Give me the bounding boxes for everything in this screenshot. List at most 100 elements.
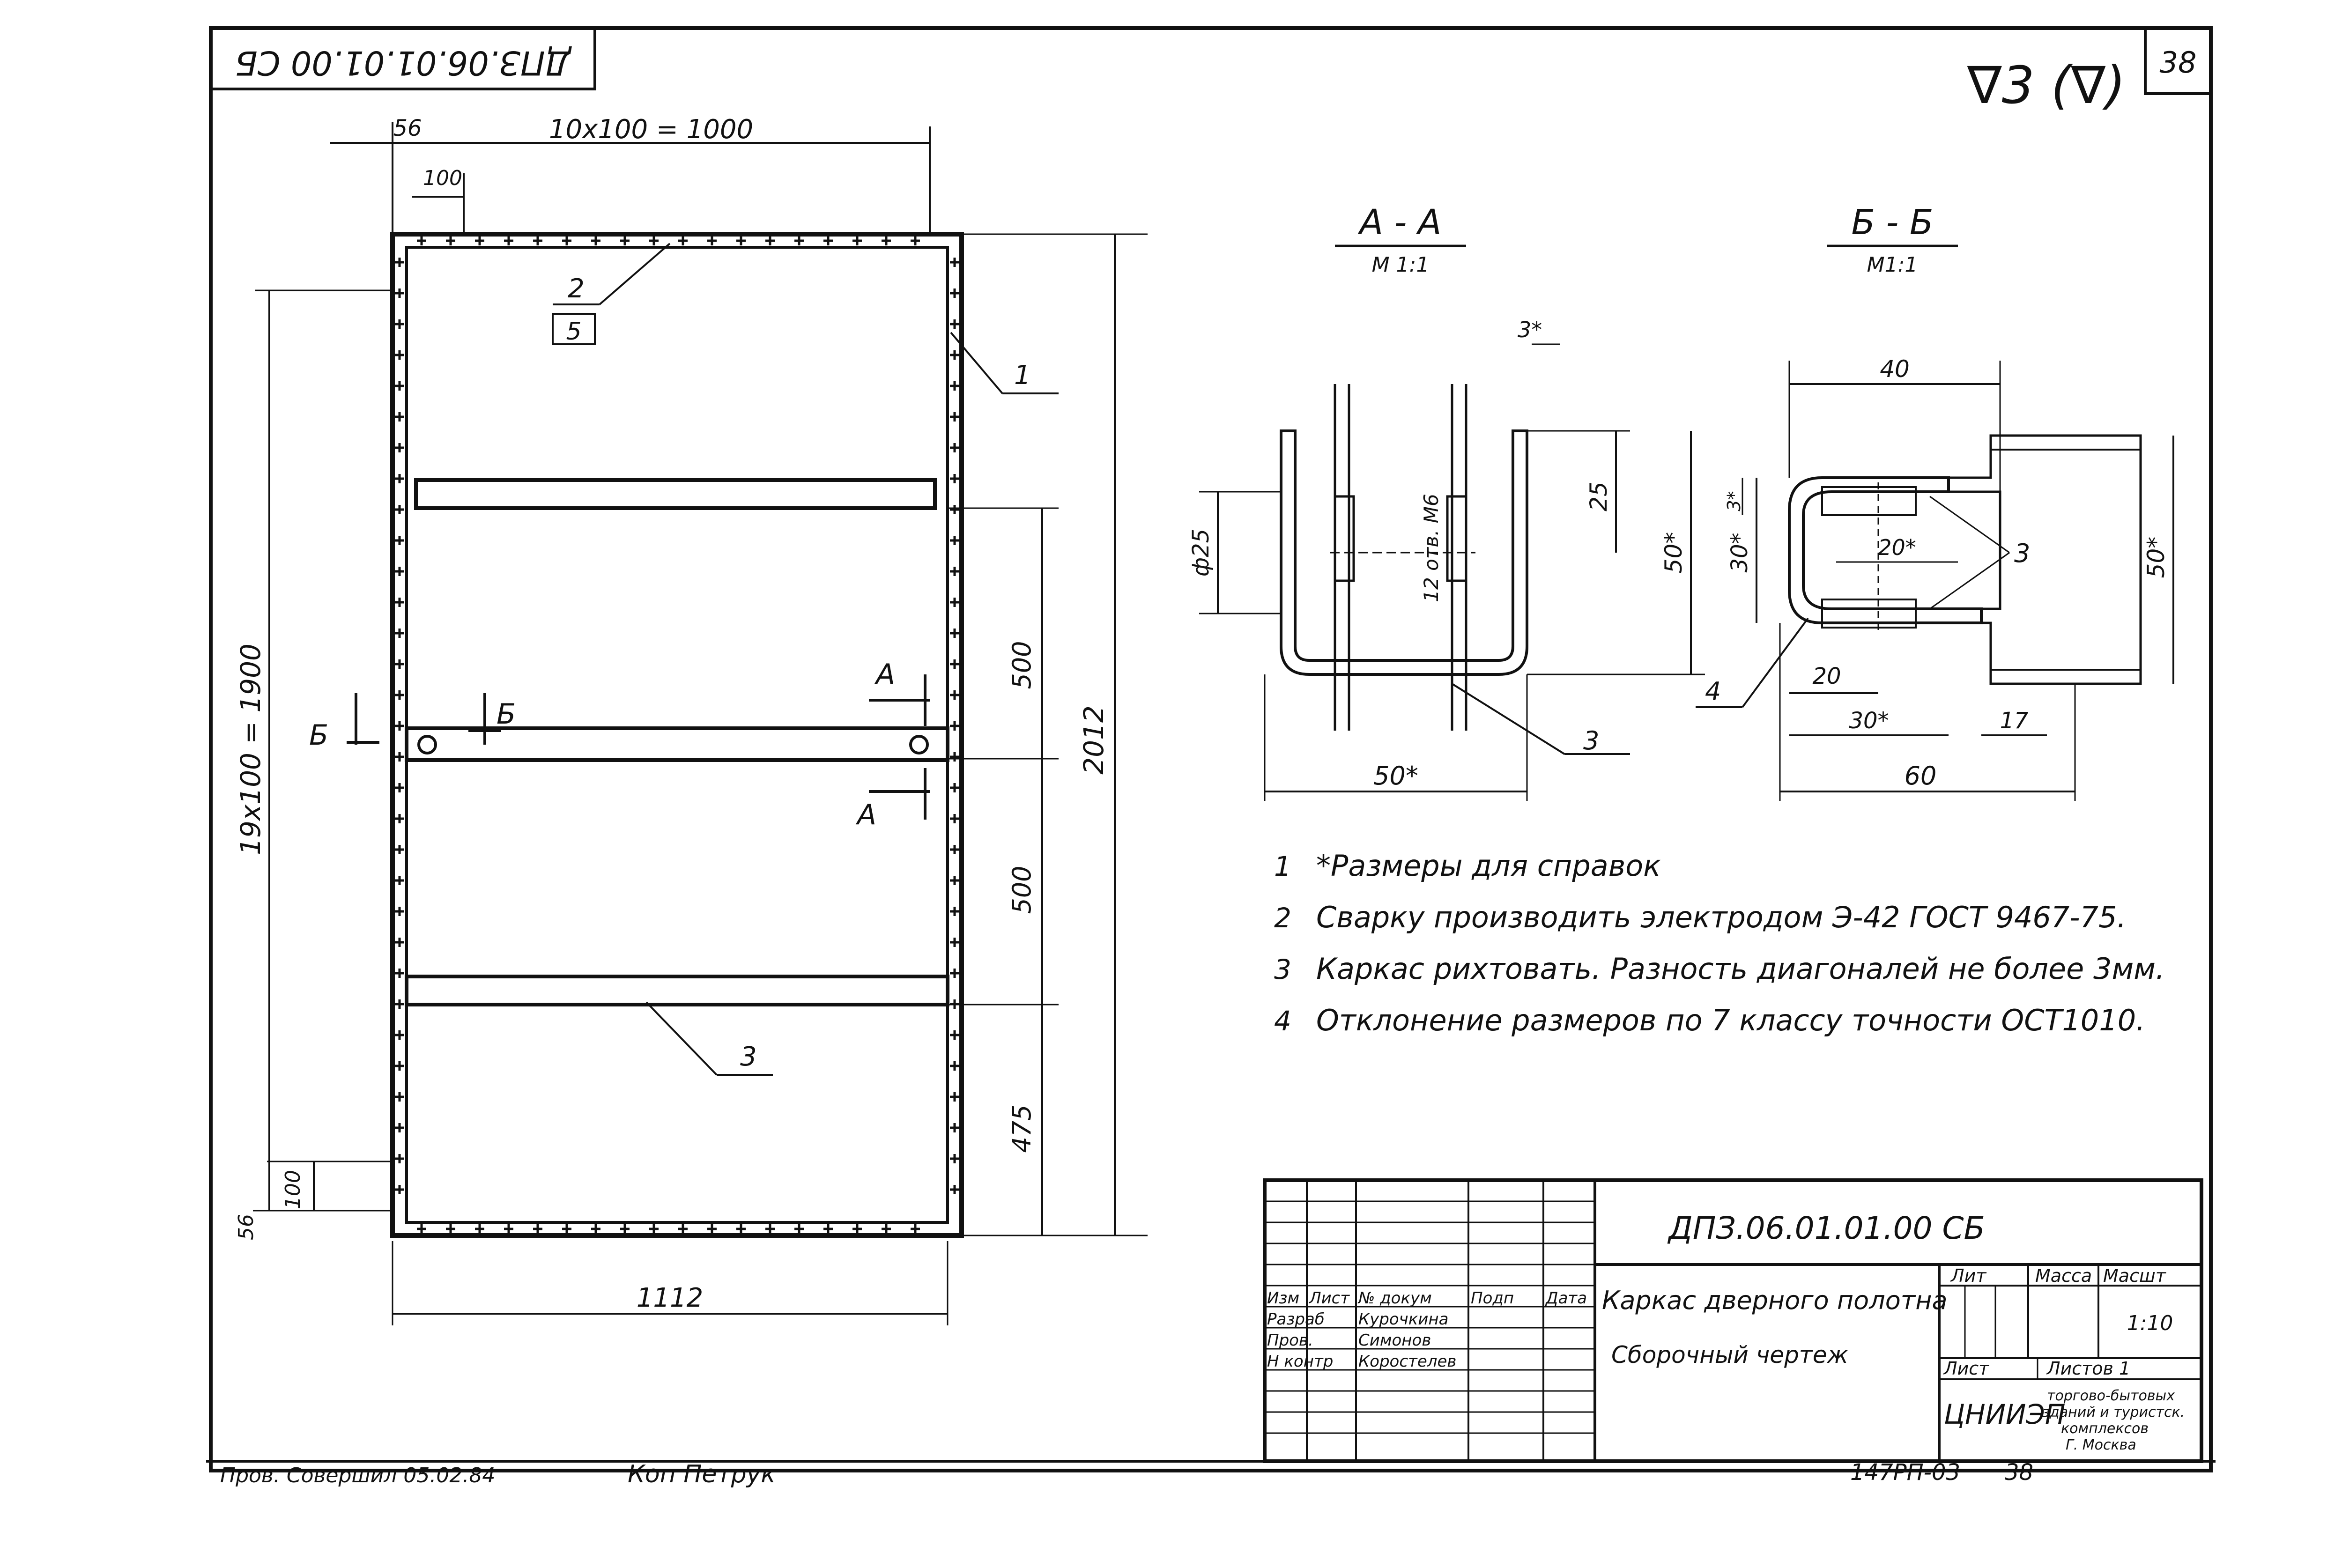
rivet-mark <box>417 1224 426 1234</box>
rivet-mark <box>533 1224 542 1234</box>
rivet-mark <box>736 236 746 245</box>
tb-name-line1: Каркас дверного полотна <box>1602 1286 1948 1315</box>
rivet-mark <box>950 876 959 885</box>
tb-org-desc2: зданий и туристск. <box>2042 1404 2185 1420</box>
rivet-mark <box>395 536 404 545</box>
rivet-mark <box>562 236 571 245</box>
rivet-mark <box>533 236 542 245</box>
rivet-mark <box>395 969 404 978</box>
rivet-mark <box>950 443 959 452</box>
tb-scale-h: Масшт <box>2103 1265 2167 1286</box>
tb-name-razrab: Курочкина <box>1358 1310 1448 1329</box>
rivet-mark <box>950 1185 959 1194</box>
tb-mass: Масса <box>2035 1265 2092 1286</box>
rivet-mark <box>504 1224 513 1234</box>
code-box <box>209 27 596 90</box>
dim-left: 19х100 = 1900 <box>235 643 267 855</box>
tb-role-razrab: Разраб <box>1267 1310 1325 1329</box>
rivet-mark <box>950 1154 959 1163</box>
aa-hole-note: 12 отв. М6 <box>1420 494 1443 602</box>
rivet-mark <box>950 567 959 576</box>
crossbar-upper <box>414 478 937 510</box>
rivet-mark <box>794 1224 804 1234</box>
rivet-mark <box>395 1092 404 1102</box>
section-aa: А - А М 1:1 3* 25 50* ф25 12 отв. М6 50*… <box>1188 202 1705 801</box>
section-a-bottom: А <box>855 799 876 831</box>
dim-56-bottom: 56 <box>234 1214 258 1240</box>
aa-weld: 3 <box>1583 726 1599 755</box>
dim-500-b: 500 <box>1007 865 1037 914</box>
rivet-mark <box>504 236 513 245</box>
rivet-mark <box>950 258 959 267</box>
rivet-mark <box>950 1061 959 1071</box>
tb-col-izm: Изм <box>1267 1289 1299 1308</box>
aa-dim-50h: 50* <box>1373 761 1418 791</box>
section-a-top: А <box>874 658 895 691</box>
rivet-mark <box>950 659 959 669</box>
rivet-mark <box>649 236 659 245</box>
tb-role-prov: Пров. <box>1267 1331 1313 1350</box>
rivet-mark <box>395 999 404 1009</box>
sheet-no: 38 <box>2160 45 2197 80</box>
rivet-mark <box>620 1224 630 1234</box>
rivet-mark <box>395 1061 404 1071</box>
rivet-mark <box>395 907 404 916</box>
tb-org-desc1: торгово-бытовых <box>2047 1388 2175 1404</box>
tb-lit: Лит <box>1950 1265 1987 1286</box>
bb-dim-20-inner: 20* <box>1878 535 1916 560</box>
rivet-mark <box>911 236 920 245</box>
aa-dim-25: 25 <box>1585 481 1612 511</box>
rivet-mark <box>882 236 891 245</box>
rivet-mark <box>395 845 404 854</box>
rivet-mark <box>562 1224 571 1234</box>
section-b-right: Б <box>497 698 516 731</box>
rivet-mark <box>765 236 775 245</box>
rivet-mark <box>395 783 404 792</box>
tb-org: ЦНИИЭП <box>1944 1398 2066 1430</box>
rivet-mark <box>950 969 959 978</box>
rivet-mark <box>395 1123 404 1132</box>
section-bb: Б - Б М1:1 40 3* 30* 50* 20* 3 4 20 30* … <box>1696 202 2174 801</box>
rivet-mark <box>395 381 404 391</box>
rivet-mark <box>446 236 455 245</box>
rivet-mark <box>395 1185 404 1194</box>
bb-dim-30v: 30* <box>1727 533 1753 572</box>
rivet-mark <box>620 236 630 245</box>
rivet-mark <box>395 690 404 700</box>
note-4-num: 4 <box>1274 1005 1291 1037</box>
aa-dim-50v: 50* <box>1660 532 1687 574</box>
rivet-mark <box>950 381 959 391</box>
sheet-frame <box>209 26 2213 1472</box>
rivet-mark <box>678 236 688 245</box>
rivet-mark <box>950 1030 959 1040</box>
rivet-mark <box>678 1224 688 1234</box>
rivet-mark <box>395 814 404 823</box>
rivet-mark <box>395 938 404 947</box>
rivet-mark <box>950 474 959 483</box>
rivet-mark <box>591 1224 600 1234</box>
rivet-mark <box>950 629 959 638</box>
rivet-mark <box>395 1030 404 1040</box>
rivet-mark <box>950 288 959 298</box>
rivet-mark <box>794 236 804 245</box>
rivet-mark <box>395 1154 404 1163</box>
rivet-mark <box>950 1092 959 1102</box>
section-aa-title: А - А <box>1358 202 1442 243</box>
rivet-mark <box>950 721 959 731</box>
leader-3: 3 <box>740 1042 757 1072</box>
notes: 1 *Размеры для справок 2 Сварку производ… <box>1274 849 2165 1037</box>
tb-name-nkontr: Коростелев <box>1358 1352 1456 1371</box>
roughness-mark: ∇3 (∇) <box>1967 55 2126 115</box>
rivet-mark <box>395 567 404 576</box>
tb-col-doc: № докум <box>1357 1289 1432 1308</box>
tb-name-prov: Симонов <box>1358 1331 1431 1350</box>
rivet-mark <box>950 598 959 607</box>
rivet-mark <box>395 474 404 483</box>
rivet-mark <box>395 721 404 731</box>
sheet-no-box <box>2144 27 2212 95</box>
rivet-mark <box>950 319 959 329</box>
rivet-mark <box>823 236 833 245</box>
tb-col-list: Лист <box>1308 1289 1350 1308</box>
footer-copied: Коп Петрук <box>628 1460 776 1488</box>
tb-col-date: Дата <box>1545 1289 1587 1308</box>
